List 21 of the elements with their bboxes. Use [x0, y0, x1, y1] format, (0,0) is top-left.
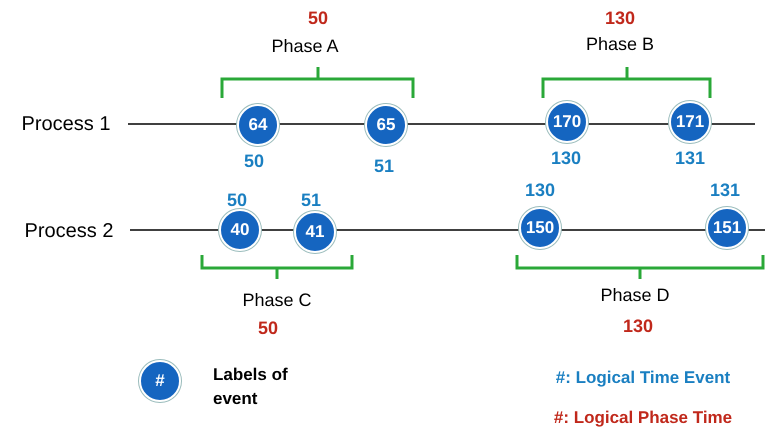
time-value: 51 — [300, 189, 322, 211]
key-text: #: Logical Time Event — [554, 367, 732, 389]
phase-label: Phase C — [241, 289, 313, 312]
phase-time: 130 — [604, 7, 636, 30]
time-value: 130 — [524, 179, 556, 201]
process-label: Process 1 — [20, 112, 112, 136]
time-value: 50 — [226, 189, 248, 211]
time-value: 131 — [708, 179, 742, 201]
process-label: Process 2 — [24, 219, 114, 243]
phase-time: 50 — [256, 317, 280, 340]
key-text: #: Logical Phase Time — [552, 407, 734, 429]
phase-label: Phase A — [270, 35, 340, 58]
phase-label: Phase B — [584, 33, 656, 56]
time-value: 131 — [674, 147, 706, 169]
time-value: 51 — [372, 155, 396, 177]
phase-label: Phase D — [599, 284, 671, 307]
time-value: 130 — [550, 147, 582, 169]
legend-text: Labels of event — [213, 364, 289, 410]
phase-time: 50 — [306, 7, 330, 30]
phase-time: 130 — [622, 315, 654, 338]
time-value: 50 — [242, 150, 266, 172]
